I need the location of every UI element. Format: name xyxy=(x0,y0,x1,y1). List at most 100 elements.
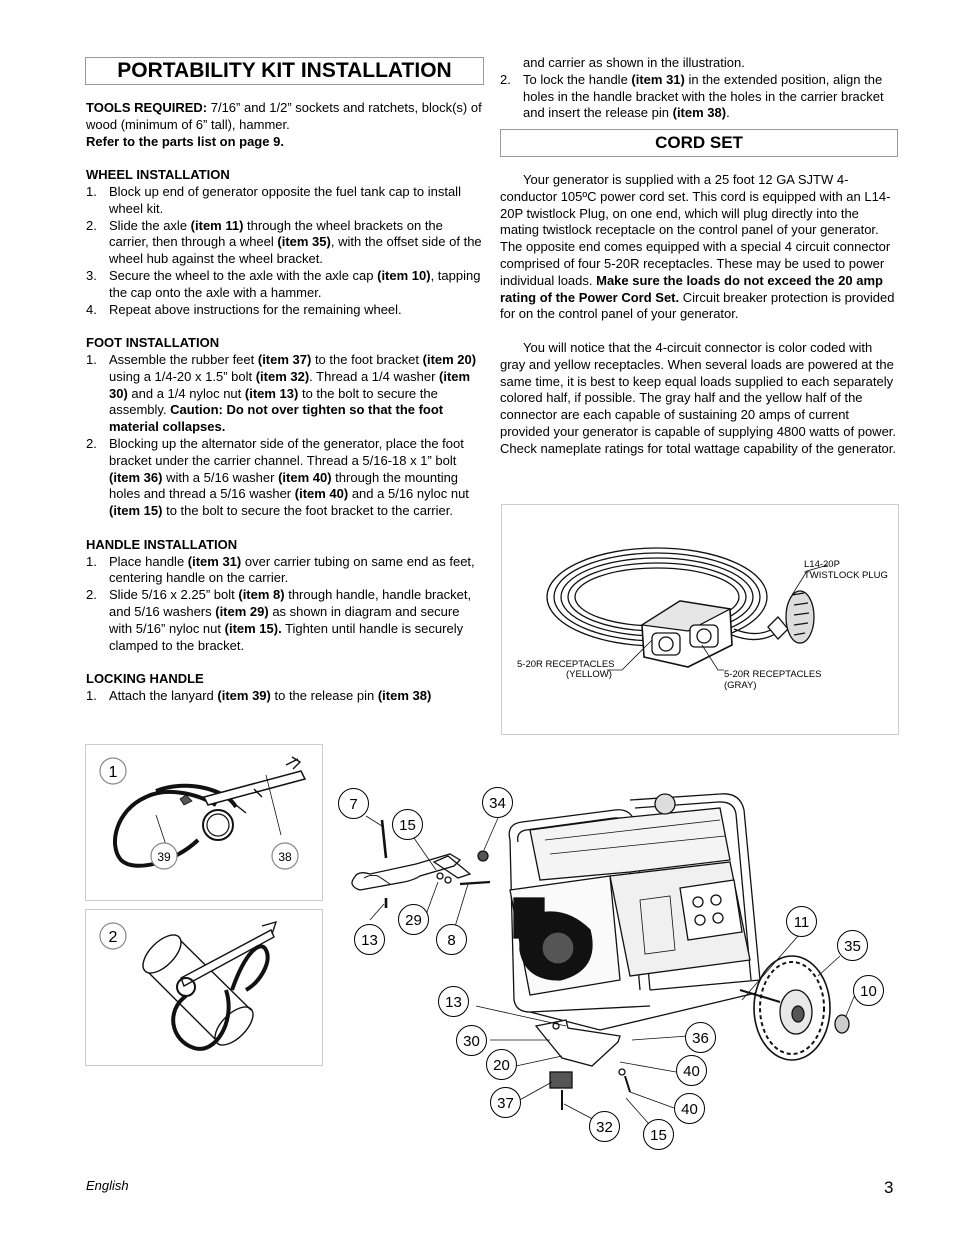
wheel-heading: WHEEL INSTALLATION xyxy=(86,167,230,183)
callout-11: 11 xyxy=(786,906,817,937)
frame-tube xyxy=(649,979,761,991)
list-item: 2.Slide 5/16 x 2.25” bolt (item 8) throu… xyxy=(86,587,472,653)
nut xyxy=(477,850,489,862)
twistlock-plug xyxy=(767,590,815,644)
locking-steps-left: 1.Attach the lanyard (item 39) to the re… xyxy=(86,688,482,705)
foot-bracket xyxy=(534,1019,621,1067)
handle-steps: 1.Place handle (item 31) over carrier tu… xyxy=(86,554,482,655)
list-item: 2.Slide the axle (item 11) through the w… xyxy=(86,217,482,267)
frame-tube xyxy=(634,801,752,981)
callout-8: 8 xyxy=(436,924,467,955)
callout-37: 37 xyxy=(490,1087,521,1118)
cord-to-plug xyxy=(731,632,778,641)
rubber-foot xyxy=(549,1071,573,1089)
yellow-label-line2: (YELLOW) xyxy=(566,669,612,680)
left-column: TOOLS REQUIRED: 7/16” and 1/2” sockets a… xyxy=(86,100,482,705)
page-title: PORTABILITY KIT INSTALLATION xyxy=(117,59,452,82)
lanyard-cable xyxy=(155,783,238,809)
figure-2: 2 xyxy=(85,909,323,1066)
lanyard-pin-drawing: 1 39 38 xyxy=(99,756,307,870)
figure-1: 1 39 38 xyxy=(85,744,323,901)
callout-15-lower: 15 xyxy=(643,1119,674,1150)
list-item: 2.To lock the handle (item 31) in the ex… xyxy=(500,71,884,121)
bolt xyxy=(380,819,388,859)
lanyard-cable xyxy=(171,944,270,1051)
callout-40: 40 xyxy=(676,1055,707,1086)
locking-steps-right: and carrier as shown in the illustration… xyxy=(500,55,898,122)
foot-steps: 1.Assemble the rubber feet (item 37) to … xyxy=(86,352,482,520)
footer-language: English xyxy=(86,1178,129,1193)
list-item: 1.Block up end of generator opposite the… xyxy=(86,183,461,216)
figure-1-number: 1 xyxy=(109,764,118,781)
carrier-base xyxy=(529,991,761,1031)
page-title-box: PORTABILITY KIT INSTALLATION xyxy=(85,57,484,85)
handle-bracket xyxy=(432,855,472,879)
axle xyxy=(739,989,781,1003)
bolt xyxy=(459,880,491,886)
control-panel xyxy=(679,879,743,941)
air-cleaner xyxy=(513,897,545,939)
lanyard-tube-drawing: 2 xyxy=(99,920,278,1051)
yellow-leader-line xyxy=(607,639,653,671)
release-pin xyxy=(202,770,307,806)
cord-paragraph-1: Your generator is supplied with a 25 foo… xyxy=(500,172,895,322)
refer-parts-list: Refer to the parts list on page 9. xyxy=(86,133,284,149)
list-item: 4.Repeat above instructions for the rema… xyxy=(86,301,402,317)
callout-29: 29 xyxy=(398,904,429,935)
gray-label-line1: 5-20R RECEPTACLES xyxy=(724,669,822,680)
handle xyxy=(351,853,462,891)
frame-tube xyxy=(629,793,761,981)
plug-leader-line xyxy=(791,564,829,596)
handle-heading: HANDLE INSTALLATION xyxy=(86,536,238,552)
yellow-label-line1: 5-20R RECEPTACLES xyxy=(517,659,615,670)
figure-2-number: 2 xyxy=(109,929,118,946)
generator-drawing xyxy=(351,793,857,1133)
plug-label-line1: L14-20P xyxy=(804,559,840,570)
callout-34: 34 xyxy=(482,787,513,818)
callout-32: 32 xyxy=(589,1111,620,1142)
locking-heading: LOCKING HANDLE xyxy=(86,671,204,687)
cord-set-heading: CORD SET xyxy=(655,133,743,152)
fuel-tank xyxy=(529,807,731,881)
release-pin xyxy=(180,929,275,987)
callout-30: 30 xyxy=(456,1025,487,1056)
tools-required: TOOLS REQUIRED: 7/16” and 1/2” sockets a… xyxy=(86,100,482,132)
plug-label-line2: TWISTLOCK PLUG xyxy=(804,570,888,581)
gray-label-line2: (GRAY) xyxy=(724,680,757,691)
wheel-steps: 1.Block up end of generator opposite the… xyxy=(86,184,482,318)
page-number: 3 xyxy=(884,1178,894,1197)
callout-10: 10 xyxy=(853,975,884,1006)
cord-set-illustration: L14-20P TWISTLOCK PLUG 5-20R RECEPTACLES… xyxy=(501,504,899,735)
callout-20: 20 xyxy=(486,1049,517,1080)
four-circuit-connector xyxy=(640,600,733,668)
frame-tube xyxy=(509,839,651,1013)
exploded-assembly-diagram: 7 15 34 29 13 8 11 35 10 13 30 36 20 40 … xyxy=(330,780,890,1160)
carrier-tube xyxy=(145,969,219,1043)
right-column-top: and carrier as shown in the illustration… xyxy=(500,55,898,122)
callout-40-lower: 40 xyxy=(674,1093,705,1124)
pin-item-number: 38 xyxy=(278,850,292,864)
cord-set-text: Your generator is supplied with a 25 foo… xyxy=(500,172,898,458)
carrier-tube-end xyxy=(214,1006,254,1046)
list-item: 1.Assemble the rubber feet (item 37) to … xyxy=(86,351,477,435)
list-item: 3.Secure the wheel to the axle with the … xyxy=(86,267,481,300)
carrier-tube-end xyxy=(142,934,182,974)
list-item: 1.Attach the lanyard (item 39) to the re… xyxy=(86,687,432,703)
split-ring xyxy=(202,809,234,841)
callout-7: 7 xyxy=(338,788,369,819)
callout-36: 36 xyxy=(685,1022,716,1053)
list-item: 1.Place handle (item 31) over carrier tu… xyxy=(86,553,475,586)
cord-paragraph-2: You will notice that the 4-circuit conne… xyxy=(500,339,897,456)
callout-35: 35 xyxy=(837,930,868,961)
split-ring xyxy=(206,813,230,837)
cord-set-heading-box: CORD SET xyxy=(500,129,898,157)
callout-13: 13 xyxy=(354,924,385,955)
fuel-cap xyxy=(654,793,676,815)
gray-leader-line xyxy=(701,644,724,671)
callout-13-lower: 13 xyxy=(438,986,469,1017)
carrier-tube xyxy=(177,937,252,1011)
list-item-continued: and carrier as shown in the illustration… xyxy=(523,55,745,70)
cord-set-drawing: L14-20P TWISTLOCK PLUG 5-20R RECEPTACLES… xyxy=(517,547,888,691)
axle-cap xyxy=(834,1014,850,1034)
list-item: 2.Blocking up the alternator side of the… xyxy=(86,435,469,519)
